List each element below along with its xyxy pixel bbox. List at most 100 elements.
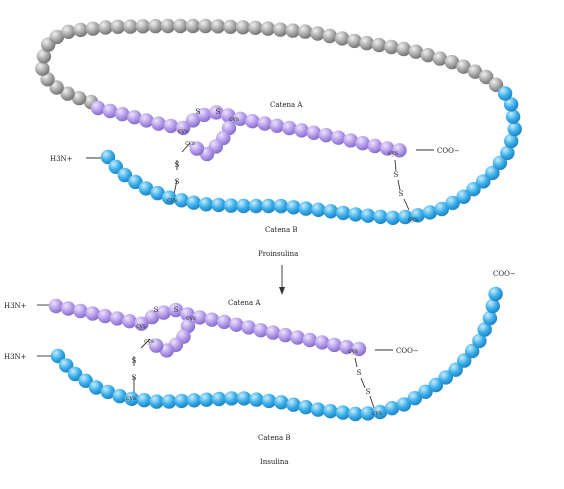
amino-acid-bead: [505, 109, 521, 124]
amino-acid-bead: [384, 39, 399, 55]
amino-acid-bead: [48, 298, 64, 314]
amino-acid-bead: [108, 159, 124, 174]
amino-acid-bead: [248, 198, 264, 214]
amino-acid-bead: [323, 404, 338, 419]
amino-acid-bead: [273, 22, 288, 37]
amino-acid-bead: [236, 198, 251, 214]
amino-acid-bead: [117, 167, 133, 183]
amino-acid-bead: [128, 174, 143, 190]
amino-acid-bead: [479, 69, 494, 85]
amino-acid-bead: [504, 133, 519, 149]
amino-acid-bead: [61, 24, 76, 39]
amino-acid-bead: [448, 362, 463, 377]
amino-acid-bead: [97, 308, 113, 324]
amino-acid-bead: [488, 286, 503, 302]
amino-acid-bead: [360, 406, 375, 421]
cys-label: cys: [186, 315, 196, 322]
amino-acid-bead: [241, 320, 256, 335]
amino-acid-bead: [151, 116, 166, 131]
amino-acid-bead: [428, 377, 444, 393]
amino-acid-bead: [392, 143, 407, 158]
amino-acid-bead: [355, 136, 370, 151]
amino-acid-bead: [334, 31, 350, 46]
amino-acid-bead: [149, 338, 164, 353]
amino-acid-bead: [408, 44, 424, 59]
amino-acid-bead: [115, 106, 130, 122]
amino-acid-bead: [123, 19, 138, 34]
amino-acid-bead: [339, 339, 354, 355]
amino-acid-bead: [438, 370, 453, 385]
amino-acid-bead: [50, 348, 66, 364]
amino-acid-bead: [163, 118, 178, 134]
chain-b-label: Catena B: [258, 434, 291, 442]
amino-acid-bead: [127, 110, 142, 125]
amino-acid-bead: [261, 393, 277, 409]
amino-acid-bead: [185, 18, 201, 34]
amino-acid-bead: [410, 208, 425, 223]
sulfur-atom: S: [174, 306, 179, 314]
amino-acid-bead: [331, 130, 346, 145]
amino-acid-bead: [174, 393, 189, 409]
amino-acid-bead: [148, 18, 163, 34]
amino-acid-bead: [336, 205, 351, 221]
amino-acid-bead: [235, 20, 251, 35]
amino-acid-bead: [476, 174, 491, 189]
amino-acid-bead: [482, 311, 498, 326]
amino-acid-bead: [385, 210, 401, 225]
amino-acid-bead: [318, 128, 334, 143]
amino-acid-bead: [174, 193, 189, 208]
amino-acid-bead: [90, 100, 106, 116]
amino-acid-bead: [210, 19, 226, 34]
amino-acid-bead: [367, 138, 383, 154]
amino-acid-bead: [269, 118, 285, 133]
amino-acid-bead: [260, 21, 276, 36]
cys-label: cys: [348, 348, 358, 355]
amino-acid-bead: [150, 185, 165, 201]
amino-acid-bead: [198, 197, 214, 212]
sulfur-atom: S: [132, 357, 137, 365]
amino-acid-bead: [335, 405, 351, 420]
amino-acid-bead: [138, 181, 154, 196]
amino-acid-bead: [398, 209, 413, 225]
amino-acid-bead: [198, 18, 213, 34]
c-terminus-a-label: COO−: [396, 347, 419, 355]
cys-labels: cys cys cys cys cys cys: [167, 116, 418, 223]
amino-acid-bead: [465, 343, 480, 359]
cys-label: cys: [167, 197, 177, 204]
amino-acid-bead: [286, 397, 301, 412]
n-terminus-a-label: H3N+: [4, 302, 27, 310]
amino-acid-bead: [248, 20, 263, 35]
amino-acid-bead: [310, 26, 325, 41]
sulfur-atom: S: [216, 108, 221, 116]
amino-acid-bead: [434, 201, 449, 217]
amino-acid-bead: [223, 19, 238, 34]
amino-acid-bead: [173, 18, 188, 34]
amino-acid-bead: [371, 37, 387, 53]
amino-acid-bead: [180, 307, 195, 322]
sulfur-atom: S: [196, 108, 201, 116]
chain-b: [50, 286, 503, 422]
amino-acid-bead: [422, 205, 438, 220]
amino-acid-bead: [380, 141, 395, 156]
amino-acid-bead: [168, 302, 183, 318]
amino-acid-bead: [102, 103, 118, 119]
n-terminus-label: H3N+: [50, 155, 73, 163]
amino-acid-bead: [351, 341, 367, 357]
amino-acid-bead: [71, 91, 87, 106]
amino-acid-bead: [466, 182, 481, 197]
insulin-panel: S S S S S S cys cys cys cys cys cys H3N+…: [4, 270, 516, 466]
amino-acid-bead: [500, 145, 515, 161]
sulfur-atom: S: [175, 161, 180, 169]
cys-label: cys: [144, 338, 154, 345]
amino-acid-bead: [189, 141, 205, 156]
amino-acid-bead: [444, 54, 460, 70]
amino-acid-bead: [348, 207, 363, 222]
amino-acid-bead: [156, 305, 171, 320]
amino-acid-bead: [78, 373, 93, 388]
amino-acid-bead: [507, 121, 522, 137]
amino-acid-bead: [360, 208, 376, 223]
amino-acid-bead: [302, 332, 317, 348]
amino-acid-bead: [485, 165, 500, 181]
amino-acid-bead: [73, 303, 88, 319]
amino-acid-bead: [36, 49, 52, 64]
